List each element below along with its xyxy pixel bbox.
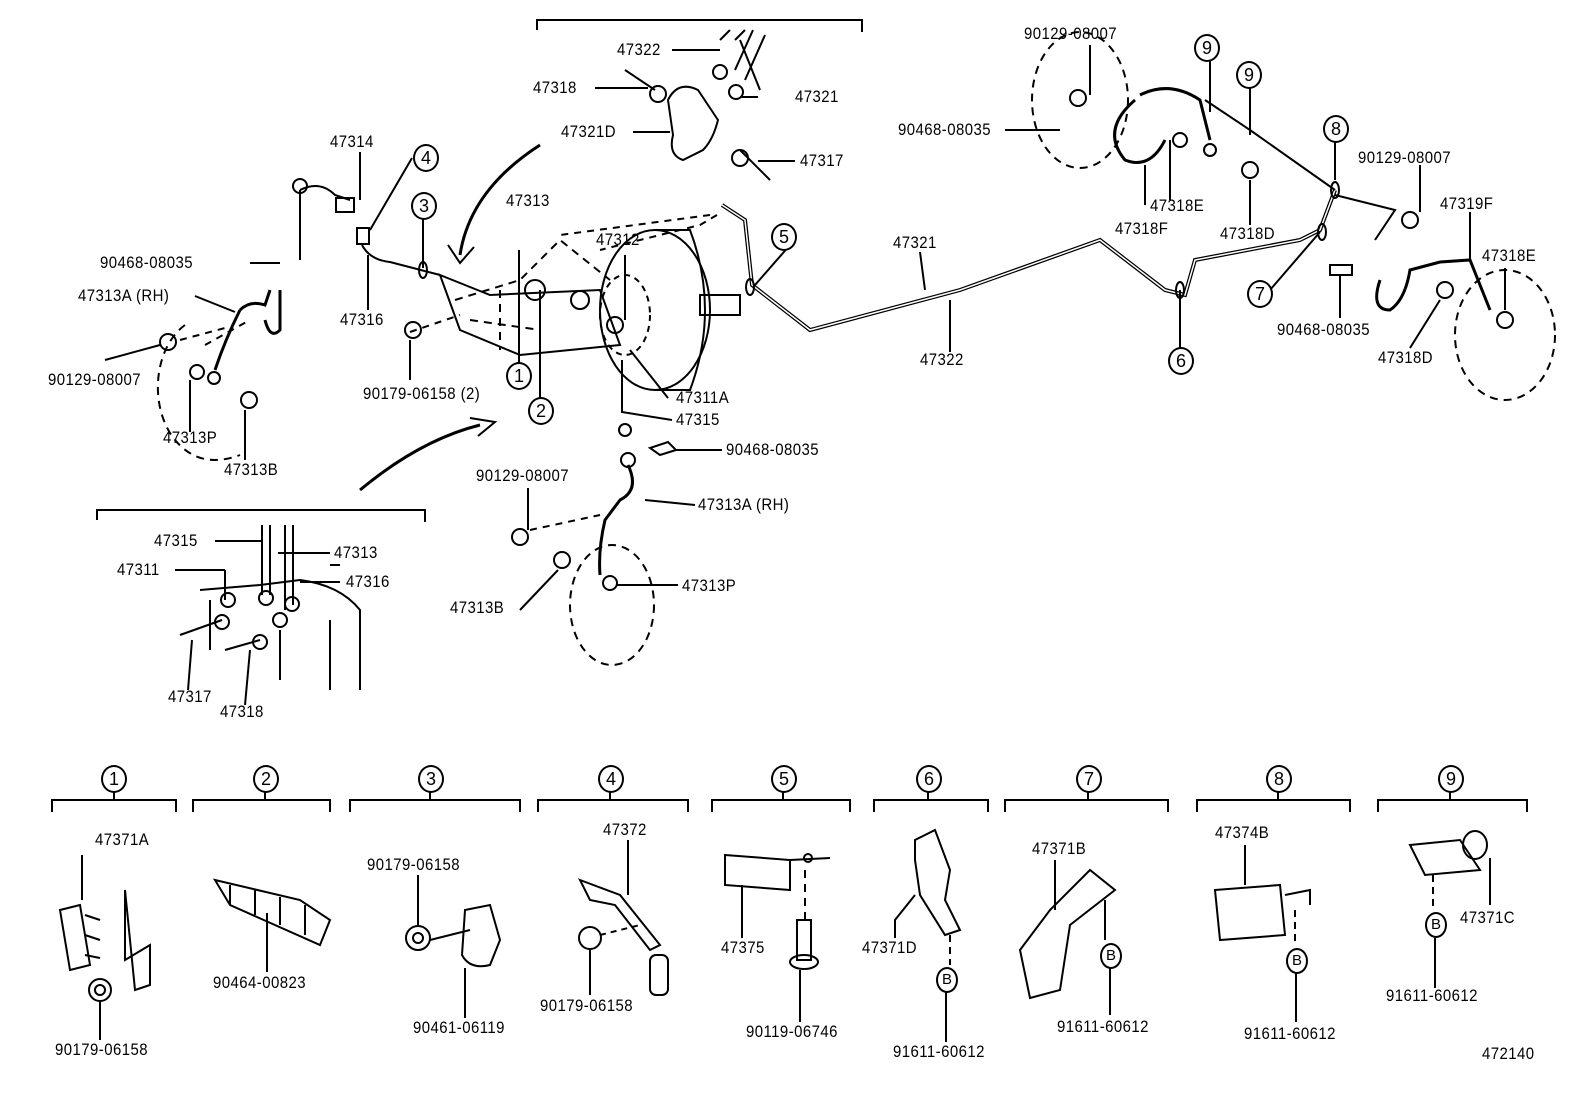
part-label: 47319F [1440,194,1494,213]
part-label: 47321 [893,233,937,252]
part-label: 47318D [1378,348,1434,367]
group-number: 9 [1438,765,1464,793]
part-label: 90129-08007 [48,370,142,389]
callout-circle: 4 [413,144,439,172]
group-number: 8 [1266,765,1292,793]
group-number: 3 [418,765,444,793]
part-label: 47318E [1482,246,1537,265]
part-label: 47318 [220,702,264,721]
bolt-marker: B [936,967,958,993]
part-label: 47316 [346,572,390,591]
group-number: 4 [598,765,624,793]
callout-circle: 8 [1323,115,1349,143]
part-label: 91611-60612 [1386,986,1478,1005]
part-label: 47315 [154,531,198,550]
part-label: 47322 [920,350,964,369]
part-label: 90129-08007 [476,466,570,485]
callout-circle: 7 [1247,280,1273,308]
group-number: 5 [771,765,797,793]
part-label: 47317 [168,687,212,706]
part-label: 47322 [617,40,661,59]
callout-circle: 9 [1236,61,1262,89]
part-label: 47311 [117,560,160,579]
part-label: 90129-08007 [1358,148,1452,167]
part-label: 47321D [561,122,617,141]
callout-circle: 3 [411,192,437,220]
part-label: 47313P [682,576,737,595]
part-label: 90468-08035 [1277,320,1371,339]
part-label: 47372 [603,820,647,839]
part-label: 47313P [163,428,218,447]
part-label: 47317 [800,151,844,170]
callout-circle: 1 [506,362,532,390]
part-label: 47312 [596,230,640,249]
part-label: 47371C [1460,908,1516,927]
part-label: 47313A (RH) [78,286,170,305]
part-label: 47318D [1220,224,1276,243]
part-label: 47311A [676,388,730,407]
part-label: 90179-06158 (2) [363,384,481,403]
callout-circle: 6 [1168,347,1194,375]
part-label: 90179-06158 [540,996,634,1015]
part-label: 47374B [1215,823,1270,842]
callout-circle: 9 [1194,34,1220,62]
part-label: 47318E [1150,196,1205,215]
part-label: 47318 [533,78,577,97]
part-label: 91611-60612 [1057,1017,1149,1036]
part-label: 90129-08007 [1024,24,1118,43]
part-label: 90179-06158 [367,855,461,874]
group-number: 7 [1076,765,1102,793]
part-label: 90464-00823 [213,973,307,992]
part-label: 47313B [224,460,279,479]
part-label: 47313B [450,598,505,617]
part-label: 91611-60612 [1244,1024,1336,1043]
diagram-number: 472140 [1482,1044,1535,1063]
part-label: 90468-08035 [898,120,992,139]
part-label: 90461-06119 [413,1018,505,1037]
bolt-marker: B [1286,948,1308,974]
part-label: 90468-08035 [726,440,820,459]
part-label: 47371A [95,830,150,849]
part-label: 47314 [330,132,374,151]
part-label: 47321 [795,87,839,106]
bolt-marker: B [1100,943,1122,969]
group-number: 6 [916,765,942,793]
group-number: 2 [253,765,279,793]
part-label: 47313 [334,543,378,562]
bolt-marker: B [1425,912,1447,938]
part-label: 47318F [1115,219,1169,238]
part-label: 47313A (RH) [698,495,790,514]
part-label: 47371D [862,938,918,957]
callout-circle: 2 [528,397,554,425]
part-label: 90119-06746 [746,1022,838,1041]
part-label: 47313 [506,191,550,210]
part-label: 47371B [1032,839,1087,858]
part-label: 90468-08035 [100,253,194,272]
part-label: 47315 [676,410,720,429]
part-label: 91611-60612 [893,1042,985,1061]
group-number: 1 [101,765,127,793]
part-label: 47375 [721,938,765,957]
part-label: 90179-06158 [55,1040,149,1059]
part-label: 47316 [340,310,384,329]
callout-circle: 5 [771,223,797,251]
